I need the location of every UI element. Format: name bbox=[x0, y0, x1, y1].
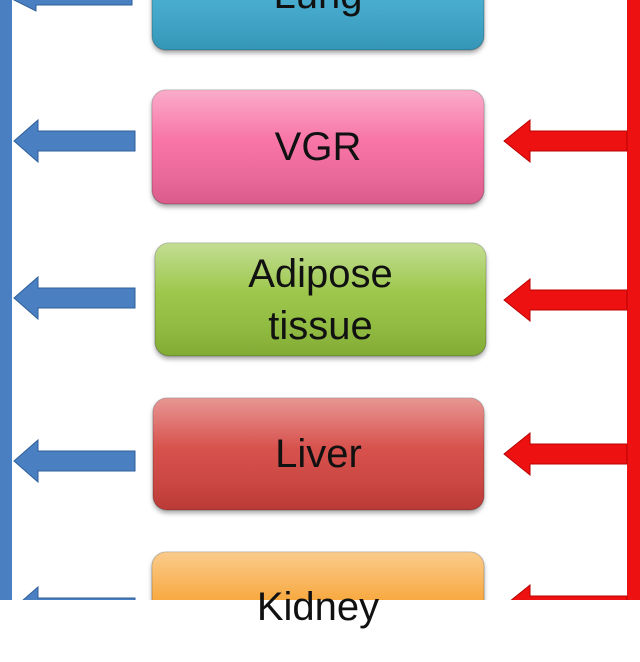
venous-arrow-liver bbox=[13, 438, 136, 484]
organ-box-vgr bbox=[151, 89, 485, 205]
venous-return-line bbox=[0, 0, 12, 600]
organ-box-lung bbox=[151, 0, 485, 51]
arterial-arrow-kidney bbox=[510, 583, 628, 600]
arterial-arrow-liver bbox=[503, 431, 628, 477]
venous-arrow-adipose-tissue bbox=[13, 275, 136, 321]
organ-box-liver bbox=[152, 397, 485, 511]
organ-box-adipose-tissue bbox=[154, 242, 487, 357]
venous-arrow-lung bbox=[12, 0, 133, 12]
organ-flow-diagram bbox=[0, 0, 640, 600]
venous-arrow-vgr bbox=[13, 118, 136, 164]
arterial-arrow-vgr bbox=[503, 118, 628, 164]
arterial-arrow-adipose-tissue bbox=[503, 277, 628, 323]
venous-arrow-kidney bbox=[22, 585, 136, 600]
organ-box-kidney bbox=[151, 551, 485, 600]
arterial-supply-line bbox=[627, 0, 640, 600]
